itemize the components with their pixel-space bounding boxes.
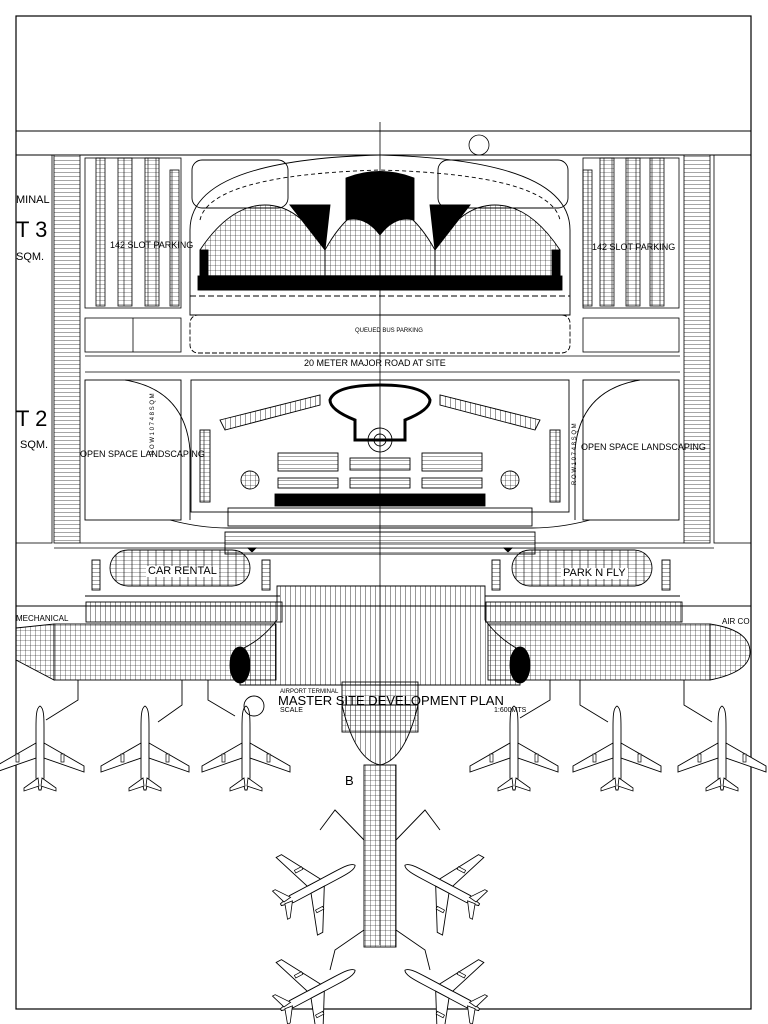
landscape-blocks (84, 379, 680, 521)
t2-label: T 2 (16, 406, 48, 431)
car-rental-label: CAR RENTAL (146, 565, 219, 577)
parking-right-label: 142 SLOT PARKING (592, 242, 676, 252)
open-space-right-label: OPEN SPACE LANDSCAPING (581, 442, 706, 452)
central-plaza (189, 154, 571, 316)
parking-left-label: 142 SLOT PARKING (110, 240, 194, 250)
airport-terminal-label: AIRPORT TERMINAL (280, 689, 339, 695)
queued-bus-parking (189, 314, 571, 354)
open-space-left-label: OPEN SPACE LANDSCAPING (80, 449, 205, 459)
left-parking-strips (84, 157, 182, 309)
row-left-label: R O W 1 0 7 4 8 S Q M (150, 393, 156, 455)
curbside-ramp (169, 519, 591, 555)
park-n-fly-label: PARK N FLY (561, 567, 628, 579)
drop-off-court (190, 379, 570, 527)
mechanical-label: MECHANICAL (16, 614, 69, 623)
t3-label: T 3 (16, 217, 48, 242)
t3-area-label: SQM. (16, 251, 45, 263)
right-parking-strips (582, 157, 680, 309)
queued-bus-label: QUEUED BUS PARKING (355, 328, 423, 334)
master-plan-title: MASTER SITE DEVELOPMENT PLAN (278, 693, 504, 708)
jet-bridges (45, 680, 713, 971)
service-buildings (84, 317, 680, 353)
t2-area-label: SQM. (20, 439, 49, 451)
row-right-label: R O W 1 0 7 4 8 S Q M (572, 423, 578, 485)
air-partial-label: AIR CO (722, 617, 750, 626)
section-marker (243, 695, 265, 717)
major-road-label: 20 METER MAJOR ROAD AT SITE (304, 358, 446, 368)
scale-value: 1:600MTS (494, 707, 527, 714)
terminal-building (15, 585, 751, 686)
central-pier (341, 681, 419, 948)
left-outer-blocks (15, 154, 752, 549)
terminal-partial-label: MINAL (16, 194, 50, 206)
section-b-label: B (345, 773, 354, 788)
scale-label: SCALE (280, 707, 303, 714)
